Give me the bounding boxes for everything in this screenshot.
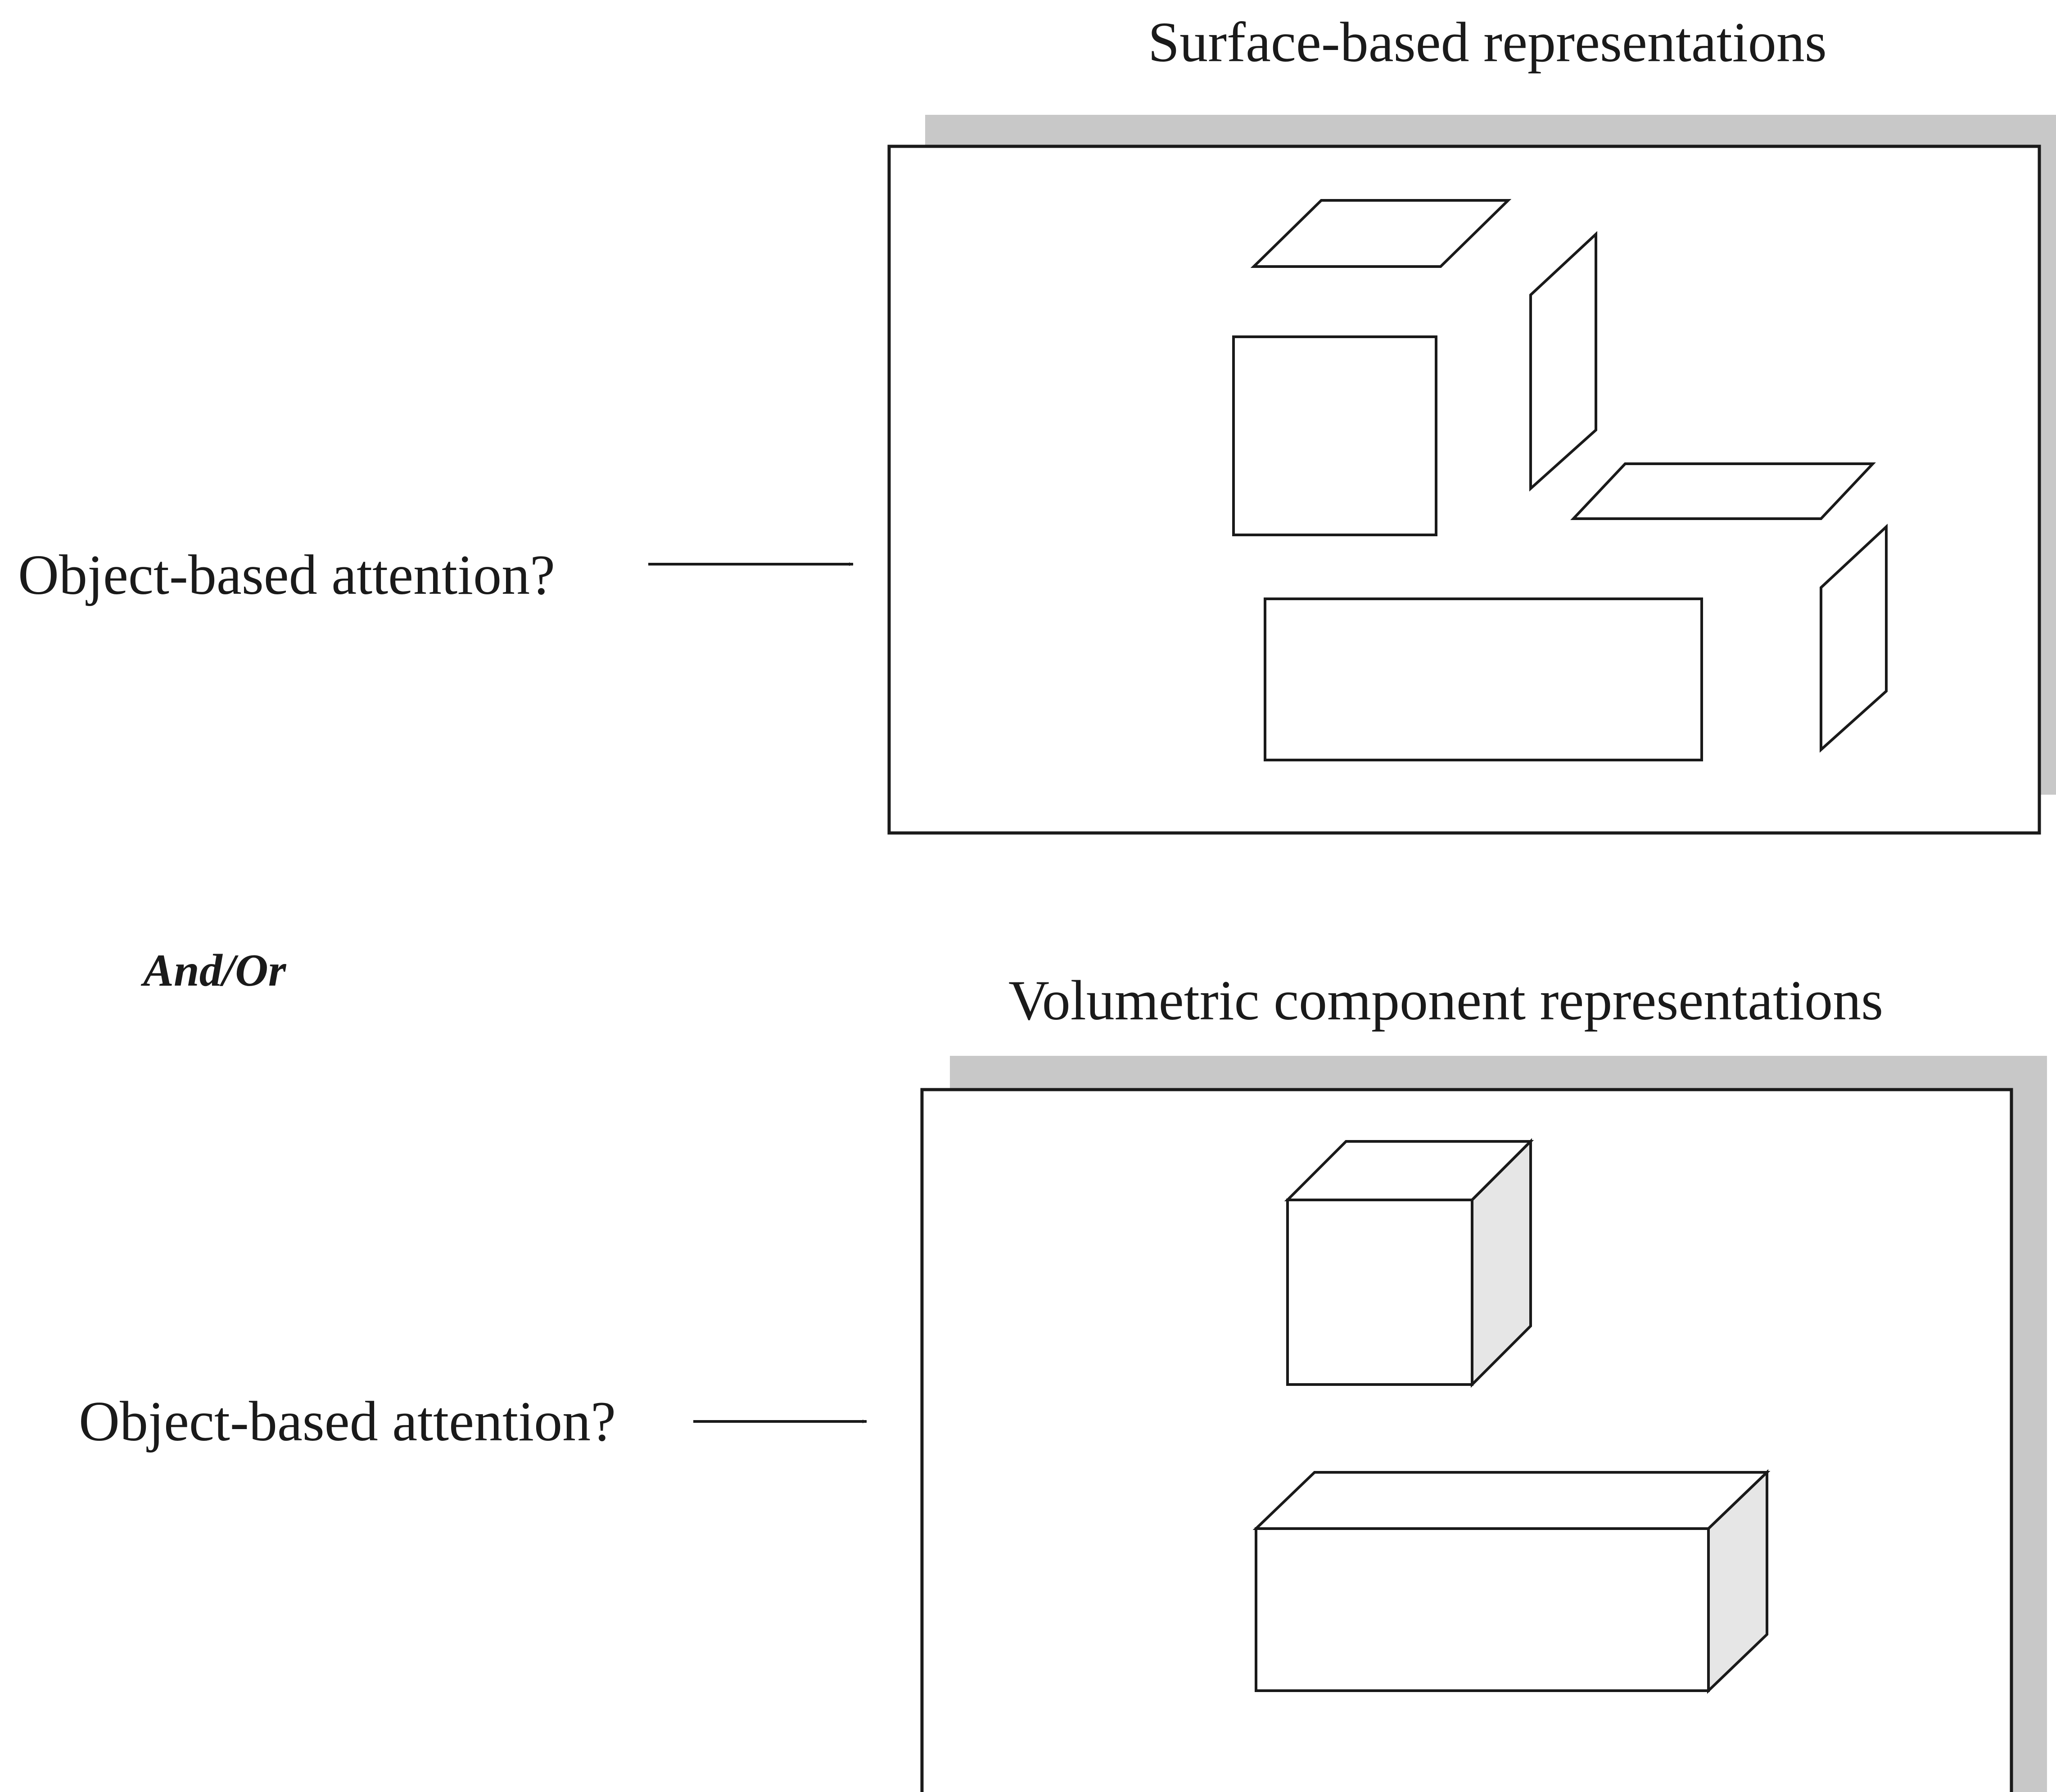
surface-lower-top-parallelogram: [1570, 462, 1876, 520]
surface-panel: [887, 115, 2056, 835]
cube-front-face: [1286, 1199, 1473, 1386]
surface-question-label: Object-based attention?: [18, 544, 556, 606]
volumetric-question-label: Object-based attention?: [79, 1390, 616, 1453]
volumetric-panel-title: Volumetric component representations: [1008, 969, 1884, 1032]
surface-side-parallelogram: [1529, 231, 1597, 492]
volumetric-box: [1252, 1469, 1771, 1694]
box-top-face: [1252, 1471, 1771, 1530]
volumetric-cube: [1284, 1138, 1534, 1388]
surface-panel-title: Surface-based representations: [1148, 11, 1827, 74]
surface-lower-side-parallelogram: [1820, 524, 1888, 753]
surface-top-parallelogram: [1250, 199, 1512, 268]
volumetric-panel: [920, 1056, 2047, 1792]
surface-square: [1232, 335, 1437, 536]
and-or-label: And/Or: [143, 945, 286, 996]
surface-rectangle: [1264, 597, 1703, 761]
box-front-face: [1255, 1527, 1710, 1692]
